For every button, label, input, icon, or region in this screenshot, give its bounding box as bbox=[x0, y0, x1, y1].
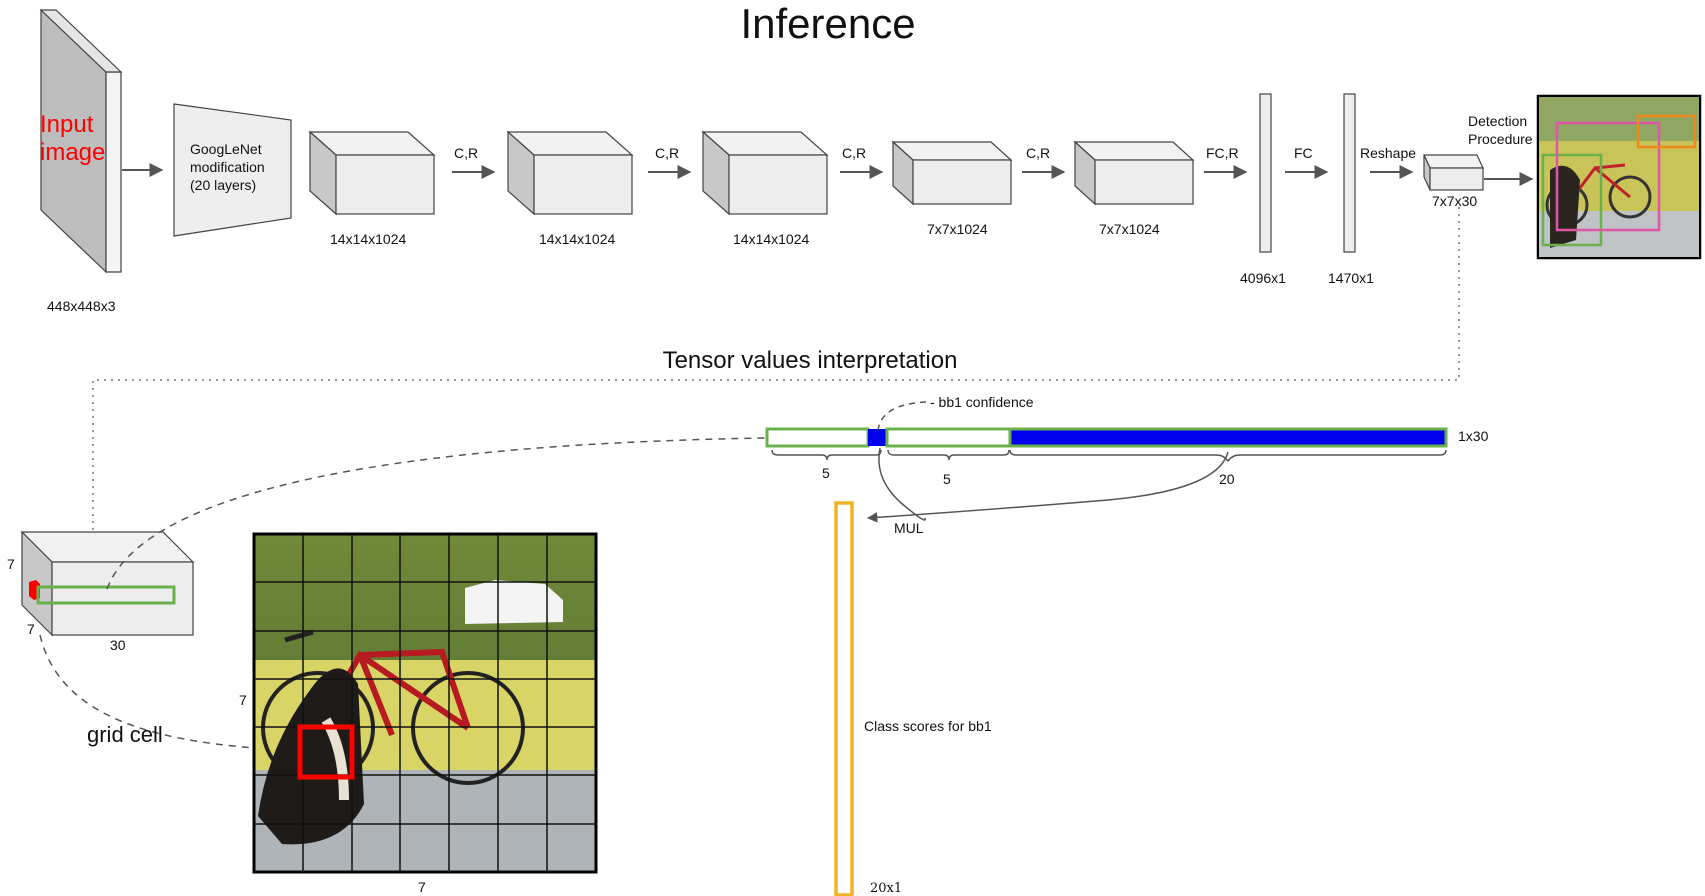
block-3-dims: 14x14x1024 bbox=[733, 231, 810, 247]
dotted-connector bbox=[92, 207, 1460, 534]
bb1-confidence-label: - bb1 confidence bbox=[930, 394, 1034, 410]
grid-cell-connector bbox=[39, 634, 255, 749]
op-label-5: FC,R bbox=[1206, 145, 1239, 161]
class-scores-label: Class scores for bb1 bbox=[864, 718, 992, 734]
input-image-label-2: image bbox=[40, 139, 105, 166]
small-tensor-w: 30 bbox=[110, 637, 126, 653]
conv-block-4 bbox=[891, 140, 1013, 206]
op-label-1: C,R bbox=[454, 145, 478, 161]
small-tensor-d: 7 bbox=[27, 621, 35, 637]
conv-block-2 bbox=[506, 130, 634, 216]
fc-layer-1-dims: 4096x1 bbox=[1240, 270, 1286, 286]
small-tensor bbox=[20, 530, 195, 637]
googlenet-line-2: modification bbox=[190, 159, 265, 175]
googlenet-line-3: (20 layers) bbox=[190, 177, 256, 193]
output-tensor-dims: 7x7x30 bbox=[1432, 193, 1477, 209]
brace-seg-2 bbox=[887, 449, 1010, 461]
small-tensor-h: 7 bbox=[7, 556, 15, 572]
block-5-dims: 7x7x1024 bbox=[1099, 221, 1160, 237]
detection-line-2: Procedure bbox=[1468, 131, 1533, 147]
op-label-3: C,R bbox=[842, 145, 866, 161]
class-scores-bar bbox=[834, 501, 854, 896]
op-label-6: FC bbox=[1294, 145, 1313, 161]
conv-block-5 bbox=[1073, 140, 1195, 206]
diagram-title: Inference bbox=[740, 0, 915, 47]
input-dims: 448x448x3 bbox=[47, 298, 116, 314]
grid-cell-label: grid cell bbox=[87, 722, 163, 747]
brace-seg-1 bbox=[771, 449, 882, 461]
grid-image bbox=[252, 532, 598, 874]
input-image-label-1: Input bbox=[40, 111, 94, 138]
vector-1x30 bbox=[765, 427, 1448, 448]
seg-2-label: 5 bbox=[943, 471, 951, 487]
googlenet-block bbox=[173, 103, 292, 237]
grid-bottom-label: 7 bbox=[418, 879, 426, 895]
grid-left-label: 7 bbox=[239, 692, 247, 708]
tensor-to-vector-connector bbox=[106, 437, 766, 590]
conv-block-3 bbox=[701, 130, 829, 216]
interpretation-title: Tensor values interpretation bbox=[663, 347, 958, 374]
block-4-dims: 7x7x1024 bbox=[927, 221, 988, 237]
detection-result-image bbox=[1536, 94, 1702, 260]
brace-seg-3 bbox=[1009, 449, 1447, 463]
op-label-2: C,R bbox=[655, 145, 679, 161]
fc-layer-2 bbox=[1343, 93, 1356, 253]
op-label-7: Reshape bbox=[1360, 145, 1416, 161]
seg-3-label: 20 bbox=[1219, 471, 1235, 487]
block-1-dims: 14x14x1024 bbox=[330, 231, 407, 247]
op-label-4: C,R bbox=[1026, 145, 1050, 161]
googlenet-line-1: GoogLeNet bbox=[190, 141, 262, 157]
fc-layer-2-dims: 1470x1 bbox=[1328, 270, 1374, 286]
conv-block-1 bbox=[308, 130, 436, 216]
input-image-slab bbox=[39, 8, 123, 274]
class-scores-dims: 20x1 bbox=[870, 881, 902, 896]
mul-arrow bbox=[866, 451, 1229, 523]
vector-dims: 1x30 bbox=[1458, 428, 1489, 444]
mul-label: MUL bbox=[894, 520, 924, 536]
mul-curve-confidence bbox=[878, 447, 927, 521]
seg-1-label: 5 bbox=[822, 465, 830, 481]
fc-layer-1 bbox=[1259, 93, 1272, 253]
output-tensor bbox=[1423, 154, 1484, 191]
bb1-confidence-connector bbox=[877, 401, 927, 431]
detection-line-1: Detection bbox=[1468, 113, 1527, 129]
block-2-dims: 14x14x1024 bbox=[539, 231, 616, 247]
